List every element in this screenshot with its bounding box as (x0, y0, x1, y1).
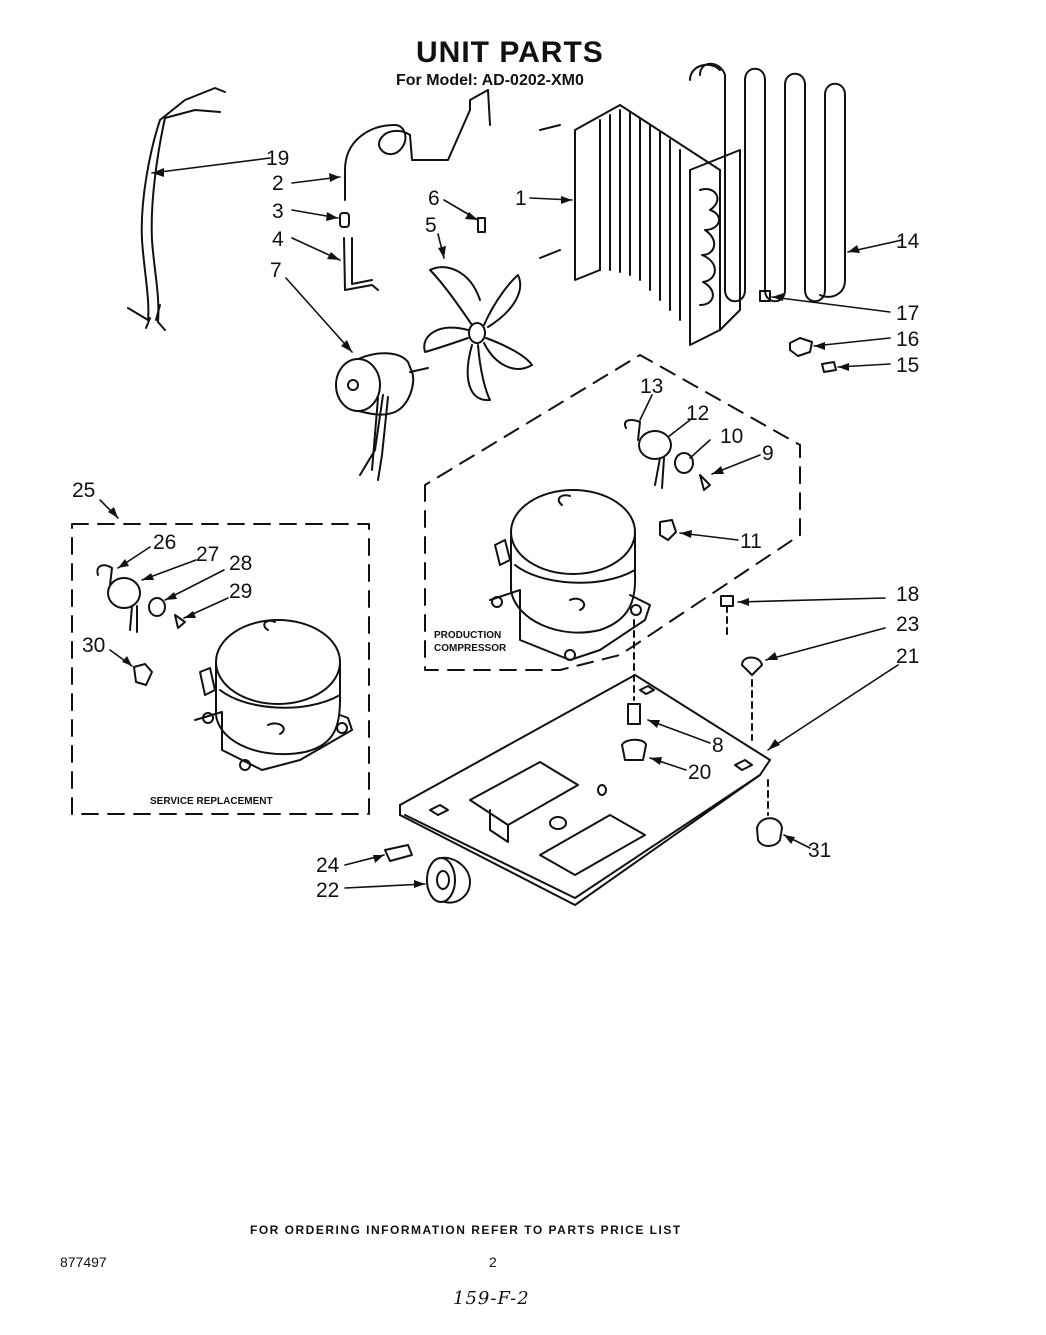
callout-19: 19 (266, 147, 289, 170)
foot-31 (756, 817, 783, 847)
callout-5: 5 (425, 214, 437, 237)
evaporator-coil (689, 62, 846, 303)
callout-11: 11 (740, 530, 762, 553)
callout-17: 17 (896, 302, 919, 325)
service-compressor (194, 619, 353, 771)
overload-parts (624, 419, 711, 541)
bolt-18 (720, 595, 734, 607)
callout-9: 9 (762, 442, 774, 465)
callout-10: 10 (720, 425, 743, 448)
callout-4: 4 (272, 228, 284, 251)
wheel-22 (426, 856, 471, 904)
callout-29: 29 (229, 580, 252, 603)
callout-16: 16 (896, 328, 919, 351)
callout-18: 18 (896, 583, 919, 606)
leader-lines (99, 157, 903, 889)
callout-2: 2 (272, 172, 284, 195)
callout-28: 28 (229, 552, 252, 575)
callout-15: 15 (896, 354, 919, 377)
ordering-note: FOR ORDERING INFORMATION REFER TO PARTS … (250, 1223, 682, 1237)
callout-8: 8 (712, 734, 724, 757)
callout-23: 23 (896, 613, 919, 636)
fan-blade (423, 266, 533, 402)
arrowheads (108, 168, 860, 888)
callout-26: 26 (153, 531, 176, 554)
model-subtitle: For Model: AD-0202-XM0 (396, 72, 584, 89)
callout-13: 13 (640, 375, 663, 398)
screw-15 (821, 361, 837, 373)
base-pan (399, 674, 771, 906)
handwritten-note: 159-F-2 (453, 1288, 530, 1309)
callout-27: 27 (196, 543, 219, 566)
callout-12: 12 (686, 402, 709, 425)
clip-17 (759, 290, 771, 302)
condenser (539, 104, 741, 346)
service-replacement-box (71, 523, 370, 815)
service-replacement-label: SERVICE REPLACEMENT (150, 796, 273, 807)
callout-24: 24 (316, 854, 340, 877)
wiring-harness (127, 87, 226, 331)
box-captions: PRODUCTION COMPRESSOR SERVICE REPLACEMEN… (150, 630, 507, 807)
bracket-16 (789, 337, 813, 357)
callout-22: 22 (316, 879, 339, 902)
diagram-title: UNIT PARTS (416, 36, 604, 69)
axle-pin-24 (384, 844, 413, 862)
callout-30: 30 (82, 634, 105, 657)
spacer-8 (627, 703, 641, 725)
production-compressor (489, 489, 651, 661)
callout-21: 21 (896, 645, 919, 668)
service-relay-parts (96, 564, 186, 686)
callout-7: 7 (270, 259, 282, 282)
callout-20: 20 (688, 761, 711, 784)
callout-labels: 1 2 3 4 5 6 7 8 9 10 11 12 13 14 15 16 1… (72, 147, 920, 902)
callout-14: 14 (896, 230, 920, 253)
fan-motor (335, 352, 429, 481)
setscrew (477, 217, 486, 233)
page-number: 2 (489, 1254, 497, 1270)
document-number: 877497 (60, 1254, 107, 1270)
grommet-20 (621, 738, 647, 761)
callout-3: 3 (272, 200, 284, 223)
callout-6: 6 (428, 187, 440, 210)
callout-1: 1 (515, 187, 527, 210)
grommet-23 (741, 656, 763, 676)
production-compressor-box (424, 354, 801, 671)
production-label-line1: PRODUCTION (434, 630, 501, 641)
capillary-tubing (339, 89, 491, 291)
production-label-line2: COMPRESSOR (434, 643, 507, 654)
callout-31: 31 (808, 839, 831, 862)
callout-25: 25 (72, 479, 95, 502)
